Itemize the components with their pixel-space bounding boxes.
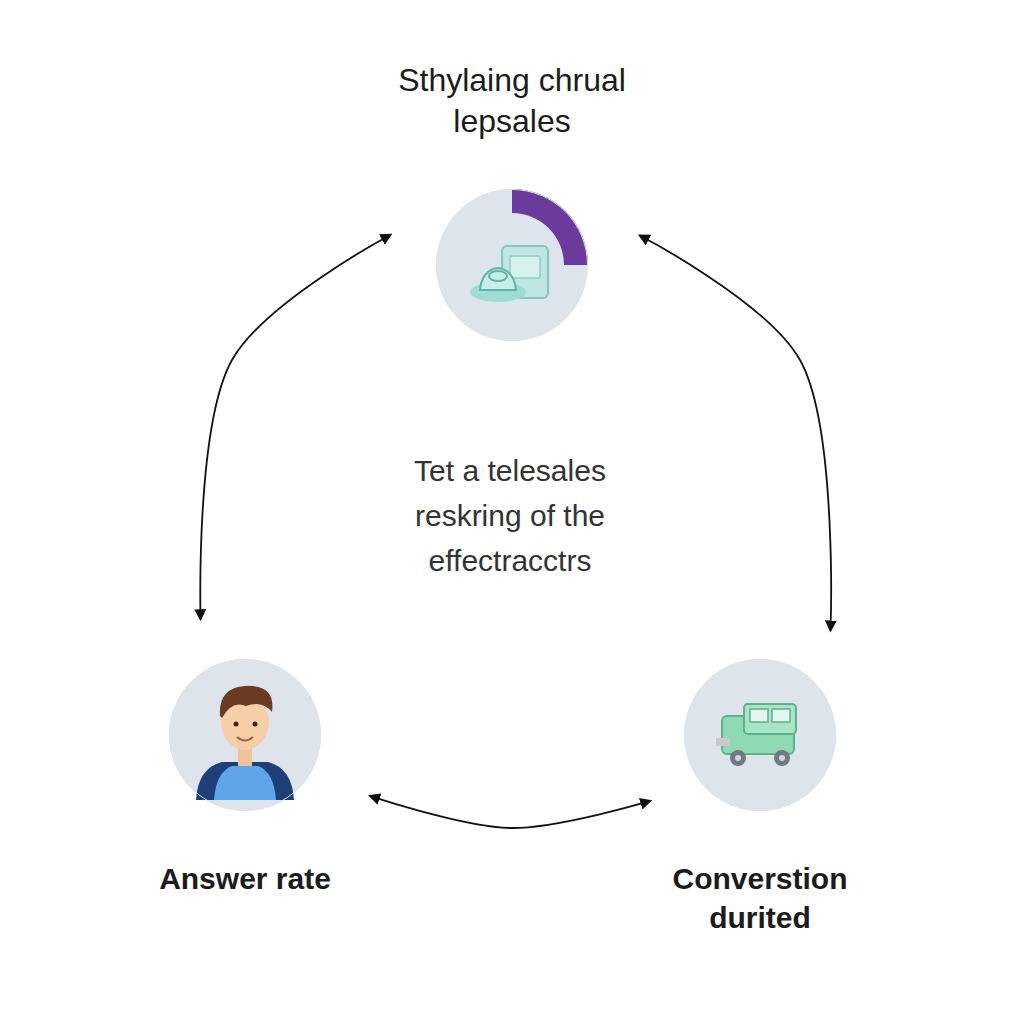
- circle-outline: [684, 659, 836, 811]
- circle-border: [685, 660, 836, 811]
- node-label: Answer rate: [115, 859, 375, 898]
- metric-circle: Sthylaing chrual lepsales: [436, 189, 588, 341]
- circle-ground: [436, 189, 588, 341]
- circle-ground: [169, 659, 321, 811]
- person-icon: [196, 686, 294, 800]
- circle-ground: [684, 659, 836, 811]
- metric-circle: Answer rate: [169, 659, 321, 811]
- metric-circle: Converstion durited: [684, 659, 836, 811]
- node-label: Sthylaing chrual lepsales: [347, 60, 677, 143]
- device-icon: [470, 246, 548, 302]
- cycle-arrow: [370, 796, 650, 828]
- node-label: Converstion durited: [635, 859, 885, 937]
- truck-icon: [716, 704, 796, 766]
- circle-border: [437, 190, 588, 341]
- circle-outline: [436, 189, 588, 341]
- center-caption: Tet a telesales reskring of the effectra…: [370, 448, 650, 583]
- cycle-arrow: [200, 235, 390, 619]
- circle-outline: [169, 659, 321, 811]
- circle-border: [170, 660, 321, 811]
- cycle-arrow: [640, 236, 831, 631]
